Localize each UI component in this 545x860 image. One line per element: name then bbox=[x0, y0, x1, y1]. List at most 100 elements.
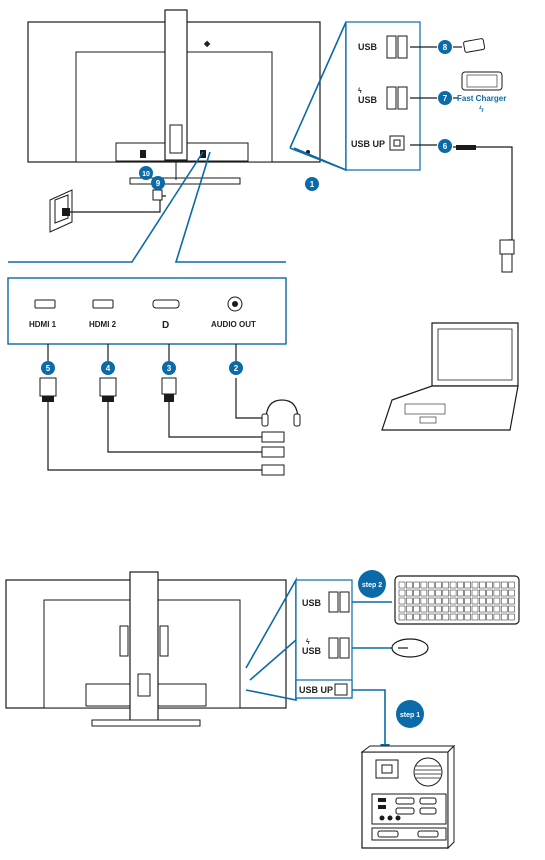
monitor-back-bottom bbox=[5, 571, 287, 727]
keyboard-key bbox=[508, 597, 515, 605]
keyboard-key bbox=[471, 581, 479, 589]
badge-1: 1 bbox=[305, 177, 319, 191]
keyboard-key bbox=[398, 613, 406, 621]
keyboard-key bbox=[442, 605, 450, 613]
keyboard-key bbox=[479, 581, 486, 589]
svg-text:5: 5 bbox=[46, 364, 51, 373]
keyboard-key bbox=[449, 605, 457, 613]
keyboard-key bbox=[486, 581, 493, 589]
svg-text:1: 1 bbox=[310, 180, 315, 189]
keyboard-key bbox=[398, 581, 406, 589]
hdmi-cable-1-icon bbox=[39, 377, 285, 476]
svg-text:step 2: step 2 bbox=[362, 582, 382, 589]
svg-text:4: 4 bbox=[106, 364, 111, 373]
keyboard-key bbox=[435, 605, 442, 613]
keyboard-key bbox=[493, 613, 501, 621]
badge-6: 6 bbox=[438, 139, 452, 153]
svg-text:◆: ◆ bbox=[203, 39, 211, 48]
keyboard-key bbox=[471, 589, 479, 597]
fast-charger-label: Fast Charger bbox=[457, 94, 506, 103]
keyboard-key bbox=[413, 597, 420, 605]
keyboard-key bbox=[500, 613, 508, 621]
step2-badge: step 2 bbox=[358, 570, 386, 598]
svg-text:3: 3 bbox=[167, 364, 172, 373]
laptop-icon bbox=[381, 322, 519, 431]
keyboard-key bbox=[427, 605, 435, 613]
keyboard-key bbox=[420, 597, 428, 605]
keyboard-key bbox=[471, 613, 479, 621]
badge-8: 8 bbox=[438, 40, 452, 54]
displayport-cable-icon bbox=[161, 377, 285, 443]
keyboard-icon bbox=[394, 575, 520, 625]
keyboard-key bbox=[508, 581, 515, 589]
badge-7: 7 bbox=[438, 91, 452, 105]
port-panel: HDMI 1 HDMI 2 D AUDIO OUT bbox=[7, 277, 287, 345]
keyboard-key bbox=[486, 605, 493, 613]
keyboard-key bbox=[420, 581, 428, 589]
badge-2: 2 bbox=[229, 361, 243, 375]
svg-text:ϟ: ϟ bbox=[306, 639, 310, 646]
usb-fast-label: USB bbox=[358, 95, 378, 105]
keyboard-key bbox=[413, 605, 420, 613]
keyboard-key bbox=[479, 597, 486, 605]
monitor-back-top: ◆ bbox=[27, 9, 321, 185]
keyboard-key bbox=[486, 613, 493, 621]
keyboard-key bbox=[413, 581, 420, 589]
badge-3: 3 bbox=[162, 361, 176, 375]
keyboard-key bbox=[493, 581, 501, 589]
usb-label-bottom: USB bbox=[302, 598, 322, 608]
usb-panel-bottom: USB ϟ USB USB UP bbox=[295, 579, 353, 699]
keyboard-key bbox=[427, 581, 435, 589]
keyboard-key bbox=[508, 605, 515, 613]
keyboard-key bbox=[449, 613, 457, 621]
badge-5: 5 bbox=[41, 361, 55, 375]
svg-text:7: 7 bbox=[443, 94, 448, 103]
keyboard-key bbox=[442, 581, 450, 589]
keyboard-key bbox=[413, 589, 420, 597]
svg-text:6: 6 bbox=[443, 142, 448, 151]
svg-text:9: 9 bbox=[156, 179, 161, 188]
keyboard-key bbox=[435, 581, 442, 589]
keyboard-key bbox=[457, 597, 464, 605]
step1-badge: step 1 bbox=[396, 700, 424, 728]
keyboard-key bbox=[464, 613, 471, 621]
keyboard-key bbox=[442, 597, 450, 605]
badge-9: 9 bbox=[151, 176, 165, 190]
usb-cable-icon bbox=[456, 145, 515, 273]
keyboard-key bbox=[493, 589, 501, 597]
svg-text:8: 8 bbox=[443, 43, 448, 52]
keyboard-key bbox=[464, 581, 471, 589]
keyboard-key bbox=[457, 605, 464, 613]
keyboard-key bbox=[457, 589, 464, 597]
mouse-icon bbox=[391, 638, 429, 658]
keyboard-key bbox=[406, 589, 413, 597]
hdmi2-label: HDMI 2 bbox=[89, 320, 117, 329]
keyboard-key bbox=[398, 589, 406, 597]
svg-text:step 1: step 1 bbox=[400, 712, 420, 719]
keyboard-key bbox=[435, 597, 442, 605]
keyboard-key bbox=[449, 581, 457, 589]
audio-out-label: AUDIO OUT bbox=[211, 320, 256, 329]
keyboard-key bbox=[500, 589, 508, 597]
keyboard-key bbox=[500, 597, 508, 605]
keyboard-key bbox=[398, 605, 406, 613]
keyboard-key bbox=[420, 589, 428, 597]
keyboard-key bbox=[406, 597, 413, 605]
keyboard-key bbox=[486, 589, 493, 597]
keyboard-key bbox=[479, 613, 486, 621]
keyboard-key bbox=[471, 597, 479, 605]
svg-text:10: 10 bbox=[142, 171, 150, 178]
keyboard-key bbox=[471, 605, 479, 613]
usb-up-label: USB UP bbox=[351, 139, 385, 149]
keyboard-key bbox=[420, 605, 428, 613]
keyboard-key bbox=[479, 589, 486, 597]
hdmi-cable-2-icon bbox=[99, 377, 285, 458]
svg-text:ϟ: ϟ bbox=[358, 88, 362, 95]
keyboard-key bbox=[464, 597, 471, 605]
keyboard-key bbox=[493, 605, 501, 613]
usb-stick-icon bbox=[463, 38, 486, 53]
keyboard-key bbox=[406, 581, 413, 589]
usb-fast-label-bottom: USB bbox=[302, 646, 322, 656]
keyboard-key bbox=[464, 589, 471, 597]
